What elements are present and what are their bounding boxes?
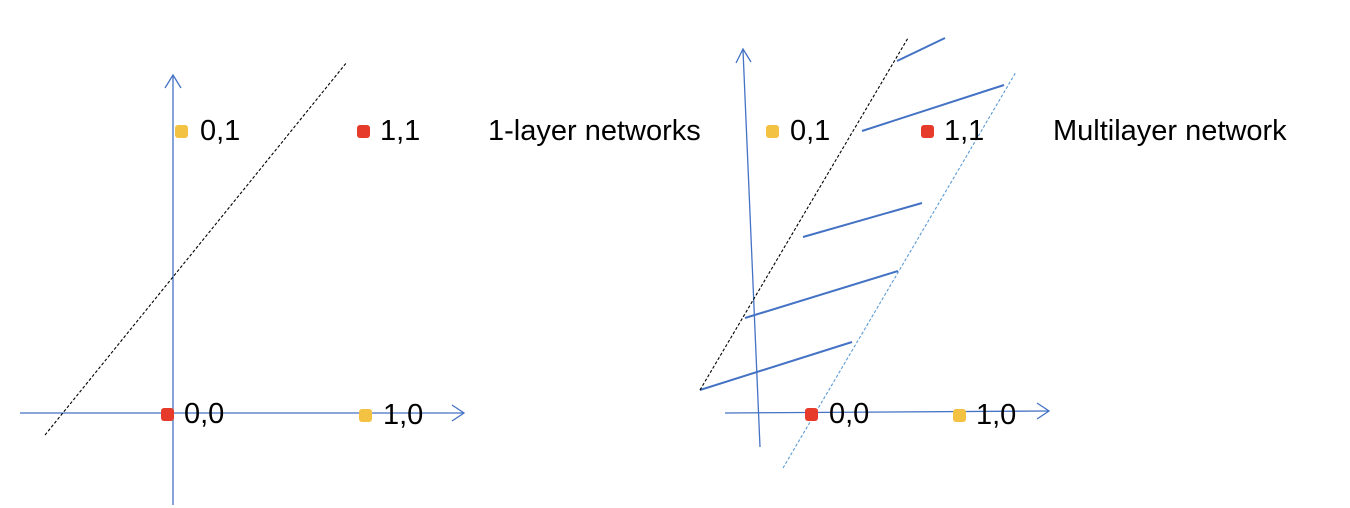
left-decision-boundary	[44, 61, 348, 436]
left-point-1-1	[357, 125, 370, 138]
right-point-0-0	[805, 408, 818, 421]
right-x-axis	[724, 410, 1049, 414]
right-point-1-1	[921, 125, 934, 138]
left-panel-title: 1-layer networks	[488, 115, 701, 147]
right-point-0-1	[766, 125, 779, 138]
right-decision-boundary-1	[699, 37, 909, 391]
right-label-1-0: 1,0	[976, 399, 1016, 431]
left-label-0-0: 0,0	[184, 398, 224, 430]
right-panel-title: Multilayer network	[1053, 115, 1287, 147]
right-label-1-1: 1,1	[944, 115, 984, 147]
left-point-0-1	[175, 125, 188, 138]
left-panel: 0,1 1,1 0,0 1,0 1-layer networks	[20, 61, 701, 505]
right-panel: 0,1 1,1 0,0 1,0 Multilayer network	[699, 37, 1287, 469]
left-point-1-0	[359, 409, 372, 422]
right-hatch-region	[699, 37, 1005, 391]
left-label-1-0: 1,0	[383, 399, 423, 431]
right-x-axis-arrow-icon	[1036, 402, 1051, 420]
right-point-1-0	[953, 409, 966, 422]
left-x-axis-arrow-icon	[451, 404, 466, 422]
left-point-0-0	[161, 408, 174, 421]
left-y-axis-arrow-icon	[164, 73, 182, 89]
left-label-1-1: 1,1	[380, 115, 420, 147]
right-y-axis	[742, 49, 761, 448]
left-label-0-1: 0,1	[200, 115, 240, 147]
right-decision-boundary-2	[782, 71, 1017, 469]
right-y-axis-arrow-icon	[735, 47, 752, 64]
right-label-0-1: 0,1	[790, 115, 830, 147]
right-label-0-0: 0,0	[829, 398, 869, 430]
